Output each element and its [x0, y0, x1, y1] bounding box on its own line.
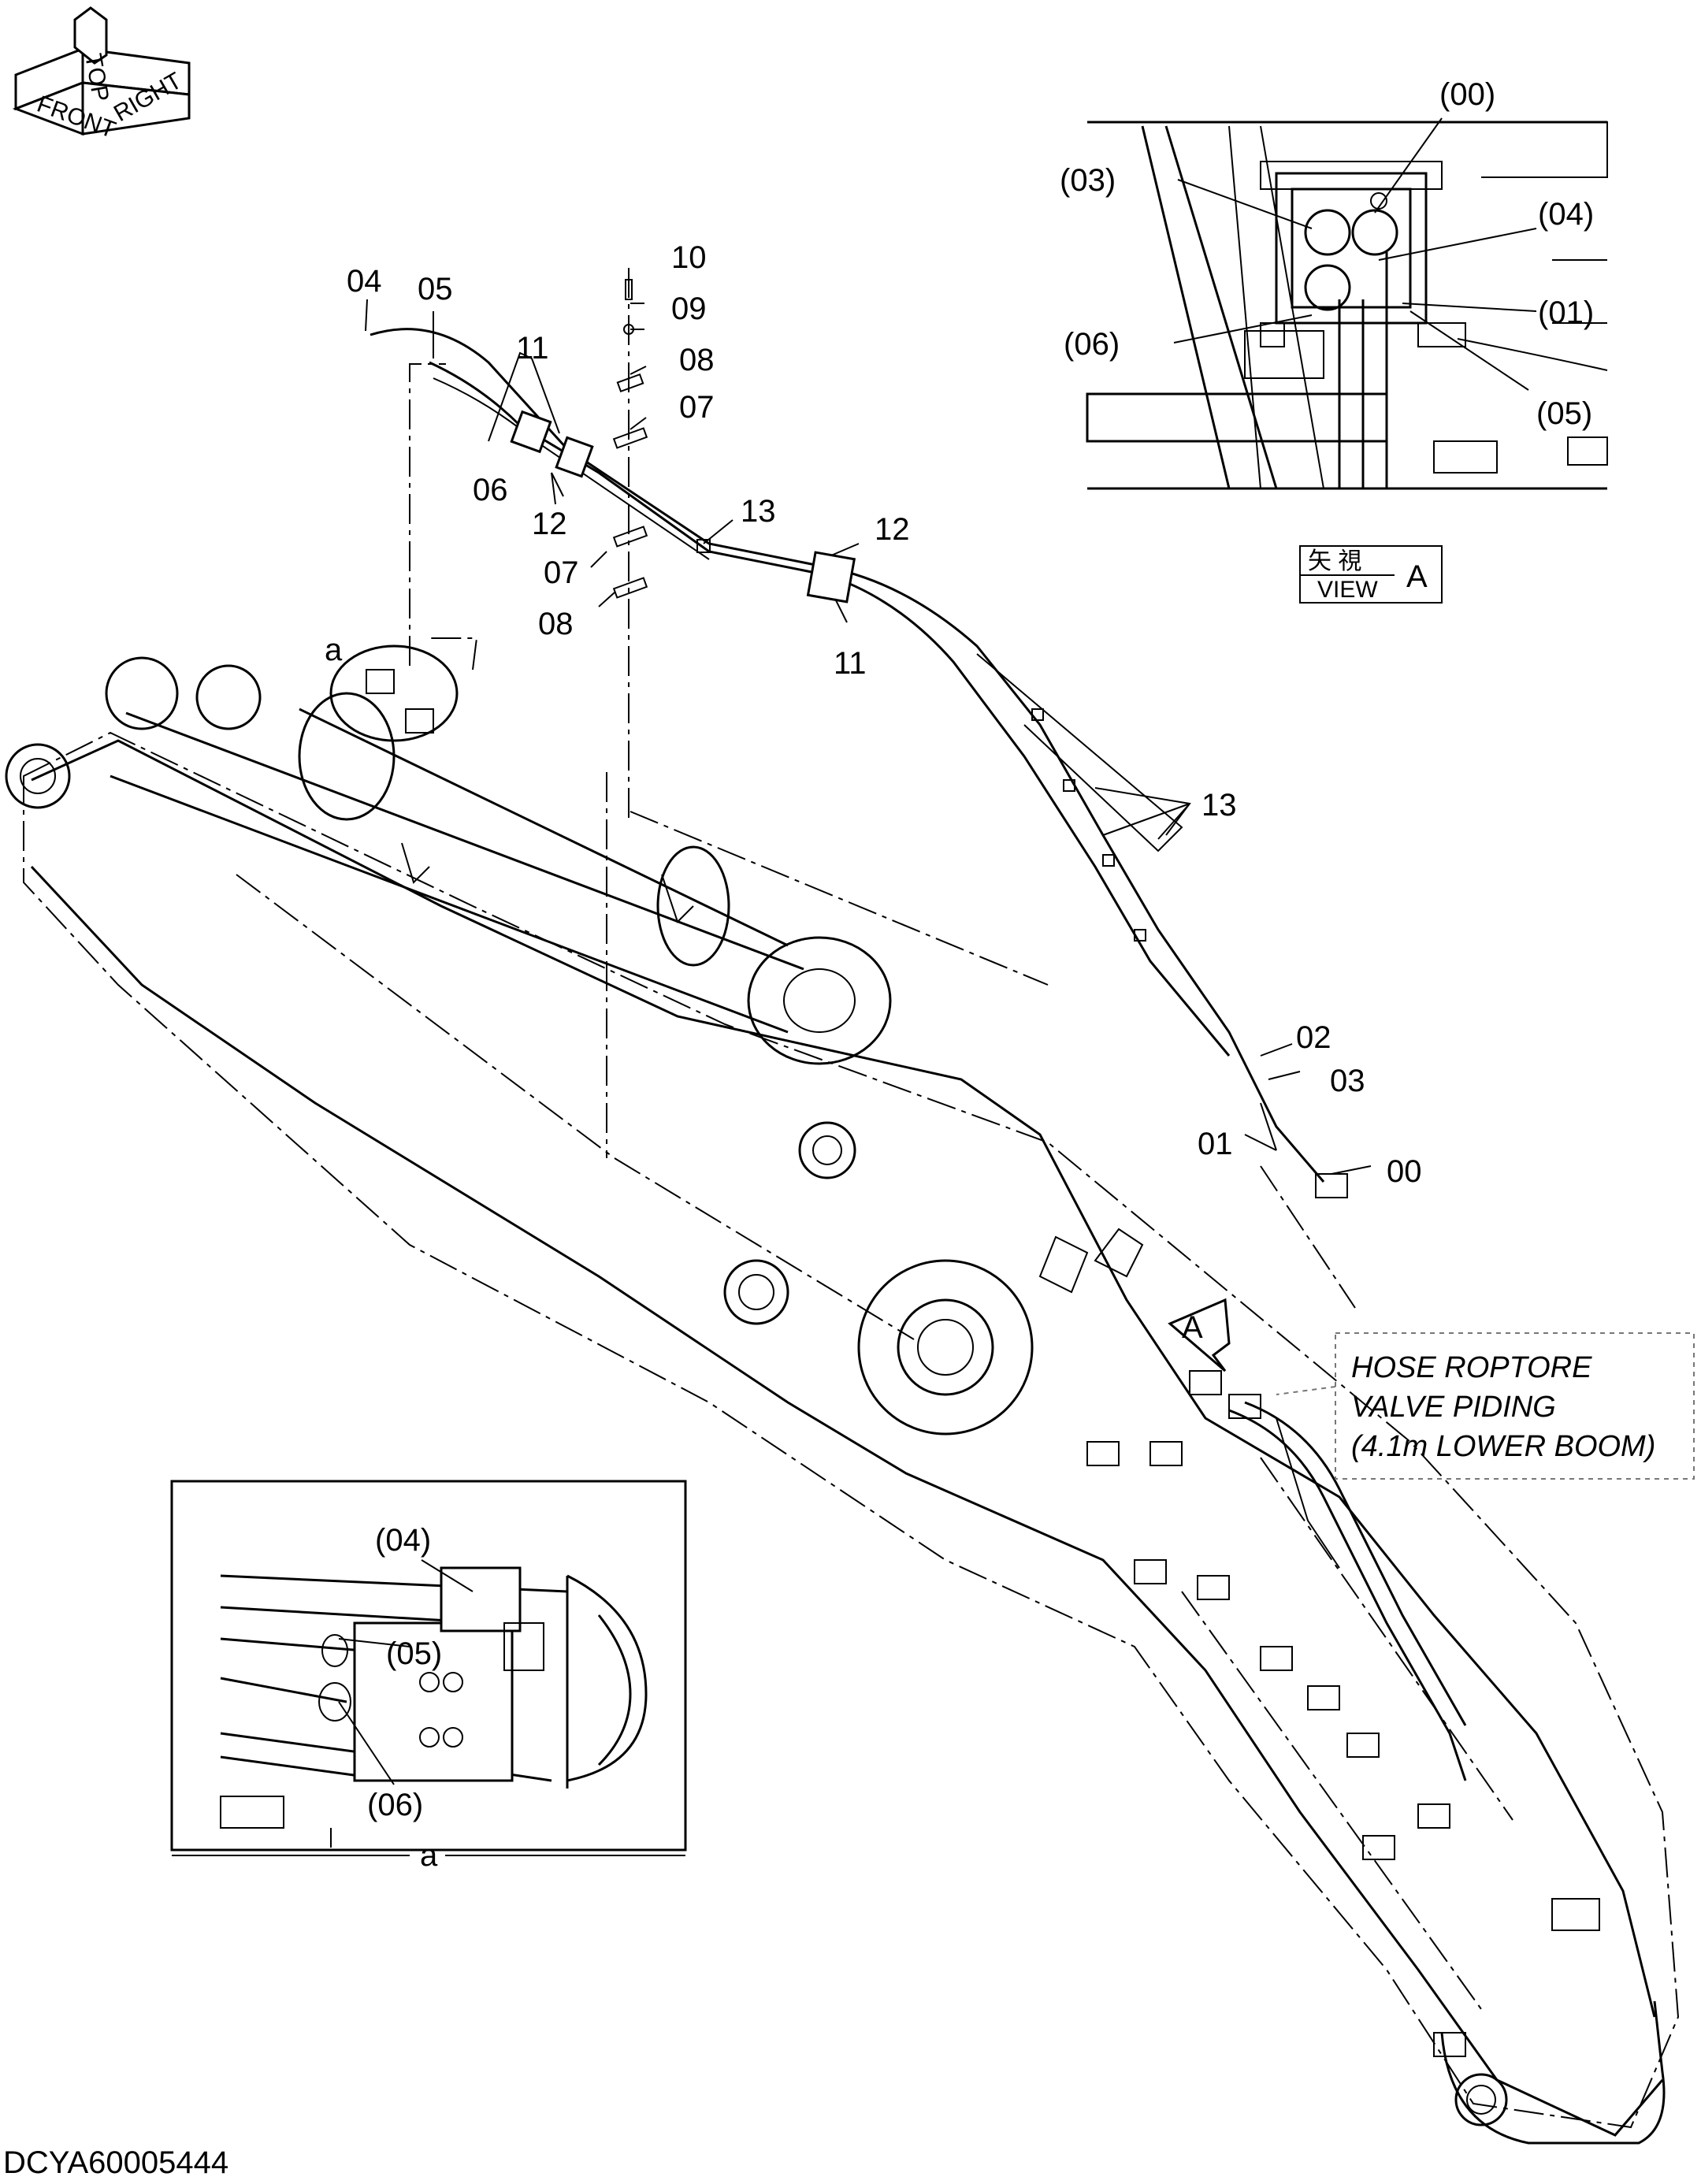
- view-a-callout-03: (03): [1060, 163, 1116, 198]
- detail-a-marker: a: [325, 633, 459, 742]
- detail-a-callout-06: (06): [367, 1788, 423, 1822]
- callout-00: 00: [1387, 1154, 1422, 1189]
- view-a-inset: (00) (03) (04) (01) (06) (05): [1060, 77, 1608, 490]
- detail-a-callout-04: (04): [375, 1523, 431, 1558]
- callout-07b: 07: [544, 555, 579, 590]
- note-line-2: VALVE PIDING: [1351, 1391, 1556, 1424]
- callout-02: 02: [1296, 1020, 1331, 1055]
- callout-06: 06: [473, 473, 508, 507]
- callout-05: 05: [418, 272, 453, 306]
- callout-leaders: [365, 299, 1372, 1175]
- callout-12a: 12: [532, 507, 567, 541]
- orientation-compass-icon: FRONT TOP RIGHT: [12, 6, 191, 143]
- view-arrow-letter: A: [1182, 1310, 1203, 1345]
- view-a-callout-01: (01): [1538, 295, 1594, 330]
- callout-07a: 07: [679, 390, 715, 425]
- circle-a-label: a: [325, 633, 343, 667]
- note-box: HOSE ROPTORE VALVE PIDING (4.1m LOWER BO…: [1276, 1332, 1695, 1480]
- view-a-letter-label: A: [1406, 559, 1428, 594]
- callout-11b: 11: [834, 646, 867, 681]
- lower-boom-illustration: [5, 656, 1680, 2145]
- callout-01: 01: [1198, 1127, 1233, 1161]
- detail-a-inset: (04) (05) (06) a: [170, 1480, 687, 1873]
- callout-09: 09: [671, 292, 707, 326]
- view-a-callout-00: (00): [1439, 77, 1495, 112]
- view-a-arrow-icon: A: [1168, 1298, 1231, 1372]
- callout-12b: 12: [875, 512, 910, 547]
- view-a-kanji-label: 矢 視: [1308, 548, 1361, 574]
- callout-13a: 13: [741, 494, 776, 529]
- view-a-label-box: 矢 視 VIEW A: [1299, 545, 1443, 604]
- callout-03: 03: [1330, 1064, 1365, 1098]
- callout-04: 04: [347, 264, 382, 299]
- view-a-callout-06: (06): [1064, 327, 1120, 362]
- note-line-1: HOSE ROPTORE: [1351, 1351, 1592, 1384]
- view-a-callout-05: (05): [1536, 396, 1592, 431]
- view-a-view-label: VIEW: [1317, 577, 1378, 603]
- view-a-callout-04: (04): [1538, 197, 1594, 232]
- callout-08a: 08: [679, 343, 715, 377]
- detail-a-label: a: [420, 1838, 438, 1873]
- note-line-3: (4.1m LOWER BOOM): [1351, 1430, 1655, 1463]
- callout-11a: 11: [516, 331, 549, 366]
- callout-08b: 08: [538, 607, 574, 641]
- callout-10: 10: [671, 240, 707, 275]
- callout-13b: 13: [1201, 788, 1237, 823]
- detail-a-callout-05: (05): [386, 1636, 442, 1671]
- drawing-id: DCYA60005444: [3, 2145, 228, 2180]
